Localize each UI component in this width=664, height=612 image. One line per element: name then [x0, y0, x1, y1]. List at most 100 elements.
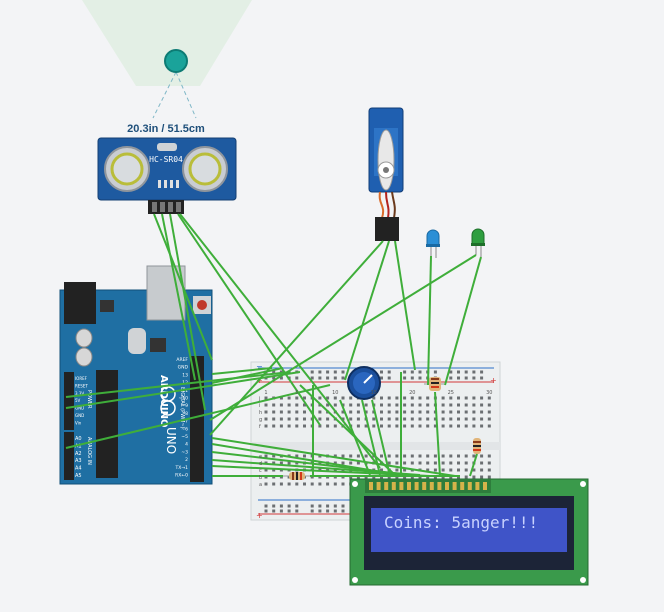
column-number: 1: [264, 390, 267, 396]
power-pin-labels: IOREF RESET 3.3V 5V GND GND Vin: [75, 376, 88, 425]
wire[interactable]: [209, 254, 477, 421]
distance-readout: 20.3in / 51.5cm: [127, 123, 205, 135]
power-pin-label: RESET: [75, 383, 88, 388]
digital-pin-label: ~9: [181, 403, 188, 409]
potentiometer[interactable]: [347, 366, 381, 400]
arduino-uno-board[interactable]: ARDUINO UNO DIGITAL (PWM~) POWER ANALOG …: [59, 265, 213, 485]
servo-connector: [375, 217, 399, 241]
arduino-brand: ARDUINO: [158, 375, 169, 427]
digital-pin-label: ~6: [181, 426, 188, 432]
digital-pin-label: AREF: [176, 357, 188, 363]
analog-pin-label: A2: [75, 451, 82, 457]
wire[interactable]: [344, 240, 390, 381]
wire[interactable]: [434, 391, 441, 477]
power-header-label: POWER: [86, 390, 92, 409]
resistor-2[interactable]: [473, 438, 481, 454]
wire[interactable]: [65, 371, 301, 409]
lcd-line-1: Coins: 5anger!!!: [384, 513, 538, 532]
analog-pin-label: A5: [75, 473, 82, 479]
analog-pin-label: A0: [75, 436, 82, 442]
analog-header-label: ANALOG IN: [86, 437, 92, 465]
digital-pin-label: ~3: [181, 449, 188, 455]
column-number: 30: [486, 390, 492, 396]
power-pin-label: GND: [75, 413, 84, 418]
servo-motor[interactable]: [368, 107, 404, 241]
digital-header-label: DIGITAL (PWM~): [179, 387, 185, 429]
digital-pin-label: ~5: [181, 434, 188, 440]
wire[interactable]: [444, 256, 482, 386]
arduino-model: UNO: [164, 427, 178, 454]
wire[interactable]: [469, 453, 478, 477]
lcd-module[interactable]: Coins: 5anger!!!: [349, 478, 589, 586]
detection-cone: [82, 0, 252, 86]
wire[interactable]: [339, 399, 371, 476]
digital-pin-label: 13: [182, 372, 188, 378]
servo-horn: [377, 129, 395, 191]
analog-header: [64, 432, 74, 480]
wire[interactable]: [211, 437, 456, 477]
rail-minus-label: −: [256, 362, 263, 371]
lcd-screen: [371, 508, 567, 552]
led-green[interactable]: [471, 228, 485, 257]
wire[interactable]: [179, 213, 381, 469]
wire[interactable]: [371, 399, 391, 477]
row-letter: j: [258, 396, 260, 402]
wire[interactable]: [427, 255, 432, 386]
atmega-chip: [96, 370, 118, 478]
analog-pin-label: A4: [75, 466, 82, 472]
wire[interactable]: [65, 371, 291, 398]
column-number: 25: [448, 390, 454, 396]
digital-header: [190, 356, 204, 482]
digital-pin-label: RX←0: [175, 473, 188, 479]
row-letter: d: [259, 461, 262, 467]
wire[interactable]: [169, 213, 206, 411]
row-letter: b: [259, 475, 262, 481]
row-letter: h: [259, 410, 262, 416]
column-number: 10: [332, 390, 338, 396]
target-object-handle[interactable]: [164, 49, 188, 73]
power-pin-label: Vin: [75, 420, 82, 425]
wire[interactable]: [361, 399, 381, 476]
row-letter: e: [259, 454, 262, 460]
wire[interactable]: [211, 367, 273, 375]
usb-port: [146, 265, 186, 321]
wire[interactable]: [161, 213, 196, 381]
power-pin-label: GND: [75, 406, 84, 411]
rail-plus-label-bottom: +: [256, 511, 263, 520]
analog-pin-label: A1: [75, 443, 82, 449]
column-number: 15: [371, 390, 377, 396]
row-letter: i: [259, 403, 260, 409]
power-pin-label: IOREF: [75, 376, 88, 381]
led-blue[interactable]: [426, 229, 440, 258]
digital-pin-label: GND: [178, 365, 189, 371]
power-pin-label: 3.3V: [75, 391, 84, 396]
digital-pin-label: 2: [185, 457, 188, 463]
power-pin-label: 5V: [75, 398, 81, 403]
row-letter: g: [259, 417, 262, 423]
breadboard-holes: [264, 370, 491, 513]
wire[interactable]: [394, 240, 416, 371]
sensor-beam-right: [175, 71, 197, 119]
lcd-pin-header: [369, 482, 487, 490]
wire[interactable]: [299, 384, 396, 476]
power-header: [64, 372, 74, 430]
row-letter: a: [259, 482, 262, 488]
sensor-label: HC-SR04: [149, 155, 183, 164]
wire[interactable]: [211, 459, 421, 476]
column-number: 5: [295, 390, 298, 396]
rail-plus-label-right: +: [490, 376, 497, 385]
wires: [65, 213, 482, 477]
ultrasonic-sensor[interactable]: HC-SR04: [97, 137, 237, 201]
digital-pin-label: TX→1: [175, 465, 189, 471]
row-letter: f: [259, 424, 261, 430]
wire[interactable]: [65, 384, 331, 449]
power-jack: [64, 282, 96, 324]
resistor-3[interactable]: [283, 472, 310, 480]
wire[interactable]: [177, 213, 321, 426]
wire[interactable]: [211, 367, 284, 384]
analog-pin-label: A3: [75, 458, 82, 464]
